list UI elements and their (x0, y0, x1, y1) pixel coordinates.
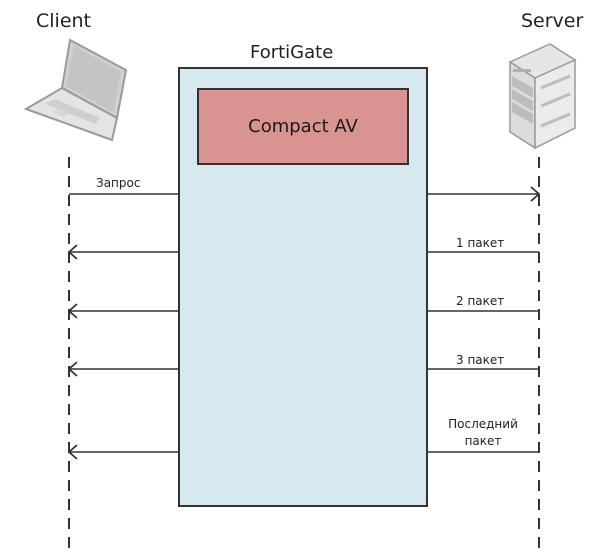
compact-av-module: Compact AV (197, 88, 409, 165)
arrowhead-icon (530, 186, 541, 202)
message-label-packet-1: 1 пакет (456, 236, 505, 250)
message-label-last-packet: Последний пакет (438, 416, 528, 450)
arrowhead-icon (67, 303, 78, 319)
server-icon (508, 43, 577, 150)
server-label: Server (521, 10, 584, 32)
message-label-packet-2: 2 пакет (456, 294, 505, 308)
compact-av-label: Compact AV (248, 116, 358, 137)
arrowhead-icon (67, 361, 78, 377)
fortigate-label: FortiGate (250, 42, 334, 63)
message-label-request: Запрос (96, 176, 141, 190)
message-label-packet-3: 3 пакет (456, 353, 505, 367)
client-label: Client (36, 10, 92, 32)
arrowhead-icon (67, 444, 78, 460)
arrowhead-icon (67, 244, 78, 260)
last-packet-line1: Последний (448, 417, 518, 431)
last-packet-line2: пакет (464, 434, 502, 448)
laptop-icon (23, 38, 128, 142)
